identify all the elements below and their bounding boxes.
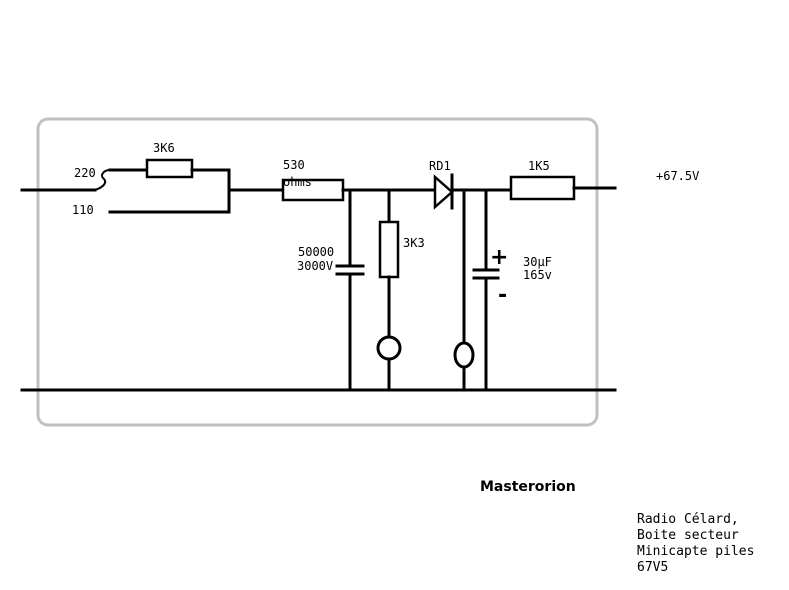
- diode-rd1: [433, 174, 454, 210]
- polarity-minus: -: [498, 283, 507, 308]
- resistor-3k3: [378, 220, 400, 279]
- label-output-voltage: +67.5V: [656, 169, 699, 183]
- caption-line-4: 67V5: [637, 560, 668, 575]
- resistor-1k5: [509, 175, 576, 201]
- signature: Masterorion: [480, 479, 576, 495]
- label-165v: 165v: [523, 268, 552, 282]
- selector-switch-contact: [94, 169, 111, 191]
- label-530: 530: [283, 158, 305, 172]
- label-30uf: 30µF: [523, 255, 552, 269]
- label-3000v: 3000V: [297, 259, 333, 273]
- label-220: 220: [74, 166, 96, 180]
- label-110: 110: [72, 203, 94, 217]
- lamp-1: [376, 335, 402, 361]
- resistor-3k6: [145, 158, 194, 179]
- label-ohms: ohms: [283, 175, 312, 189]
- label-3k6: 3K6: [153, 141, 175, 155]
- polarity-plus: +: [490, 245, 508, 270]
- label-rd1: RD1: [429, 159, 451, 173]
- enclosure-frame: [36, 117, 599, 427]
- caption-line-3: Minicapte piles: [637, 544, 754, 559]
- lamp-2: [453, 341, 475, 369]
- caption-line-2: Boite secteur: [637, 528, 739, 543]
- caption-line-1: Radio Célard,: [637, 512, 739, 527]
- label-3k3: 3K3: [403, 236, 425, 250]
- label-1k5: 1K5: [528, 159, 550, 173]
- label-50000: 50000: [298, 245, 334, 259]
